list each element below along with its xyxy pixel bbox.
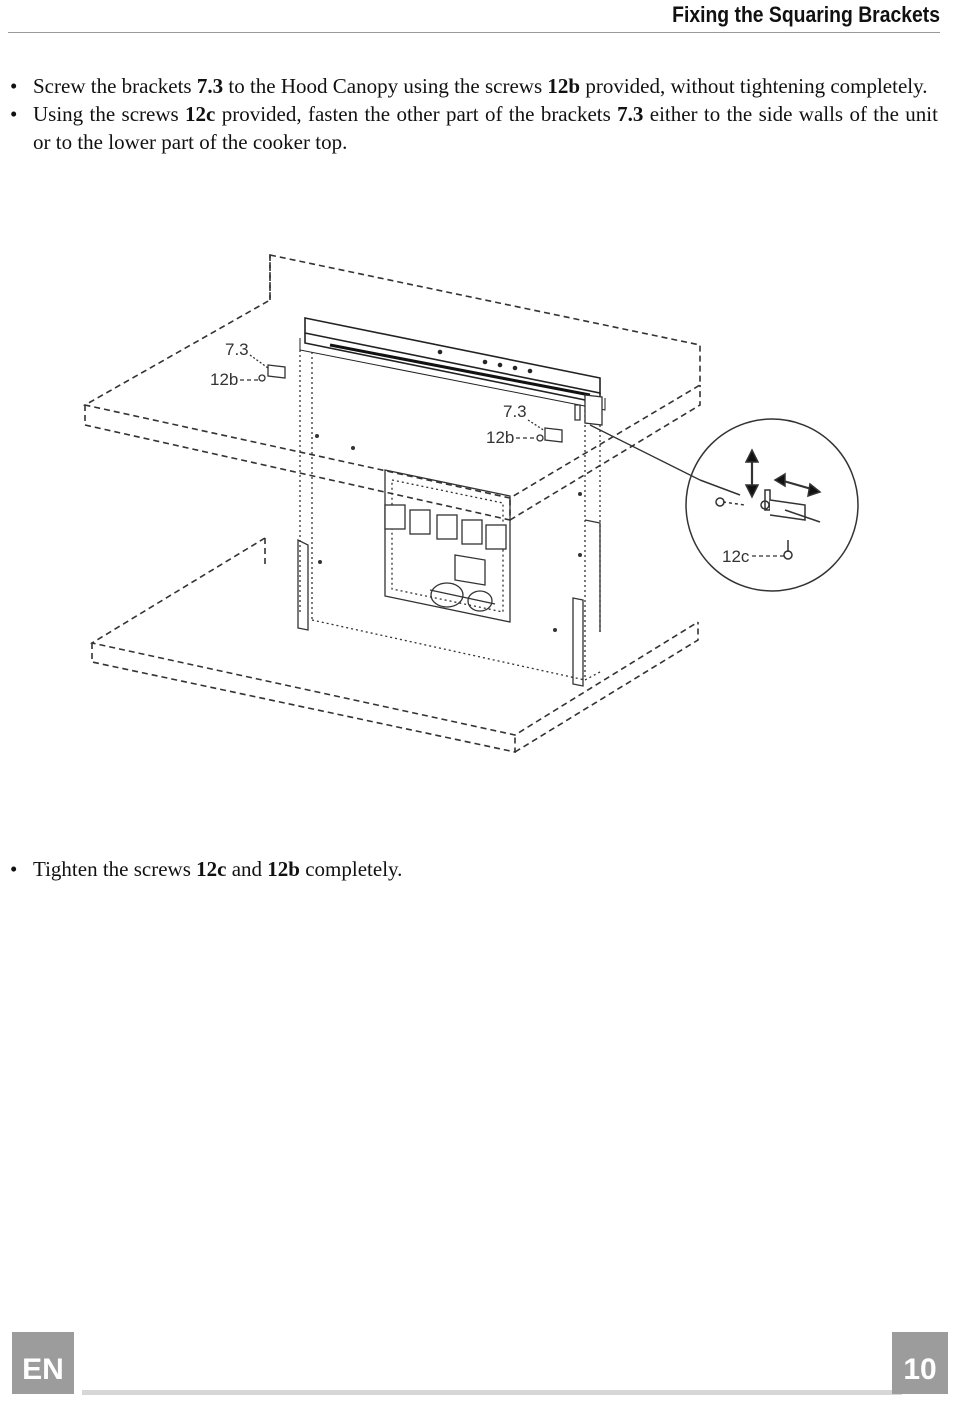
bracket-right <box>527 419 563 443</box>
instruction-text: Using the screws 12c provided, fasten th… <box>33 102 938 154</box>
motor-panel <box>384 469 511 623</box>
bracket-left <box>249 354 286 382</box>
label-screw-right: 12b <box>486 428 514 447</box>
page-title: Fixing the Squaring Brackets <box>672 2 940 27</box>
page-footer: EN 10 <box>12 1332 948 1396</box>
bullet-icon: • <box>10 74 18 98</box>
footer-rule <box>82 1390 902 1395</box>
hood-canopy <box>299 317 606 411</box>
unit-legs <box>297 538 584 687</box>
leader-lines <box>240 379 784 557</box>
title-divider <box>8 32 940 33</box>
instruction-item: • Tighten the screws 12c and 12b complet… <box>10 855 938 883</box>
instruction-list: • Screw the brackets 7.3 to the Hood Can… <box>10 72 938 156</box>
label-bracket-right: 7.3 <box>503 402 527 421</box>
page-number: 10 <box>892 1332 948 1394</box>
unit-body <box>299 350 601 681</box>
base-shelf-outline <box>89 537 699 753</box>
instruction-text: Screw the brackets 7.3 to the Hood Canop… <box>33 74 928 98</box>
label-screw-detail: 12c <box>722 547 750 566</box>
side-bracket-right <box>574 394 701 632</box>
bullet-icon: • <box>10 102 18 126</box>
detail-circle <box>685 418 859 592</box>
instruction-item: • Using the screws 12c provided, fasten … <box>10 100 938 156</box>
assembly-diagram: 7.3 12b 7.3 12b 12c <box>82 254 859 753</box>
label-screw-left: 12b <box>210 370 238 389</box>
label-bracket-left: 7.3 <box>225 340 249 359</box>
instruction-item: • Screw the brackets 7.3 to the Hood Can… <box>10 72 938 100</box>
bullet-icon: • <box>10 857 18 881</box>
language-badge: EN <box>12 1332 74 1394</box>
instruction-text: Tighten the screws 12c and 12b completel… <box>33 857 403 881</box>
final-instruction-list: • Tighten the screws 12c and 12b complet… <box>10 855 938 883</box>
